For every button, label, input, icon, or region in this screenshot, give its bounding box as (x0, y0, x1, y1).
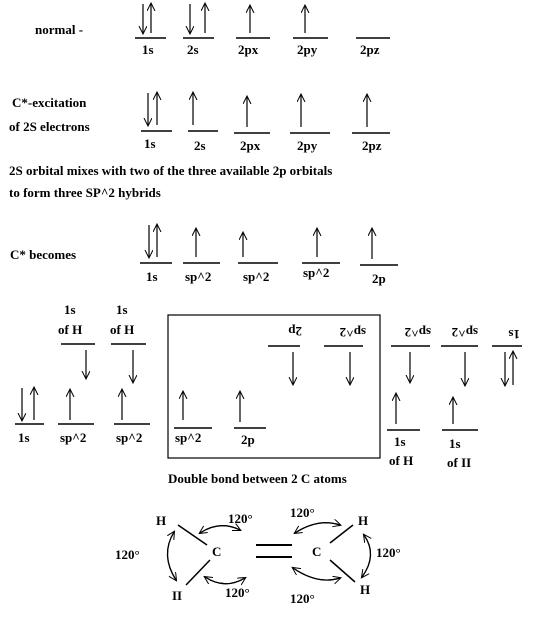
row-becomes-label: C* becomes (10, 247, 76, 262)
ethylene-structure: H II C C H H 120° 120° 120° 120° 120° 12… (115, 505, 401, 606)
orbital-label: 2s (194, 138, 206, 153)
bond-c-h (329, 524, 354, 544)
orbital-label: 2p (241, 432, 255, 447)
angle-arc (200, 525, 241, 533)
orbital-label-inverted: 1s (508, 327, 520, 342)
angle-arc (293, 568, 341, 581)
atom-h: II (172, 588, 182, 603)
angle-label: 120° (290, 591, 315, 606)
row-excitation: C*-excitation of 2S electrons 1s 2s 2px … (9, 93, 390, 153)
atom-c: C (312, 544, 321, 559)
orbital-label: 2s (187, 42, 199, 57)
orbital-label: sp^2 (60, 430, 86, 445)
angle-arc (166, 532, 177, 581)
orbital-label-inverted: sp^2 (340, 325, 366, 340)
h-label-right-2-line1: 1s (449, 436, 461, 451)
orbital-normal-2s: 2s (183, 4, 214, 57)
angle-label: 120° (228, 511, 253, 526)
atom-h: H (156, 513, 166, 528)
orbital-normal-1s: 1s (135, 4, 166, 57)
row-excitation-label-line1: C*-excitation (12, 95, 87, 110)
angle-arc (295, 522, 341, 533)
orbital-becomes-sp2-3: sp^2 (302, 229, 340, 280)
h-label-left-2-line1: 1s (116, 302, 128, 317)
orbital-label: 1s (142, 42, 154, 57)
bonding-right-carbon: sp^2 sp^2 1s 1s of H 1s of II (387, 325, 522, 470)
bond-c-h (185, 559, 211, 586)
angle-arc (361, 535, 371, 578)
orbital-excited-2pz: 2pz (352, 95, 390, 153)
angle-label: 120° (115, 547, 140, 562)
orbital-excited-2s: 2s (188, 93, 218, 153)
h-label-right-1-line1: 1s (394, 434, 406, 449)
row-becomes: C* becomes 1s sp^2 sp^2 sp^2 2p (10, 225, 398, 286)
bond-c-h (177, 524, 208, 546)
orbital-label-inverted: sp^2 (405, 325, 431, 340)
orbital-label: 2p (372, 271, 386, 286)
double-bond-box: sp^2 2p 2p sp^2 (167, 314, 381, 459)
orbital-label: 2px (238, 42, 259, 57)
orbital-normal-2px: 2px (236, 6, 270, 57)
orbital-label: sp^2 (175, 430, 201, 445)
angle-arc (205, 577, 246, 585)
h-label-left-1-line1: 1s (64, 302, 76, 317)
orbital-label: 2px (240, 138, 261, 153)
bonding-left-carbon: 1s of H 1s of H 1s sp^2 sp^2 (15, 302, 150, 445)
orbital-becomes-sp2-1: sp^2 (183, 229, 220, 284)
h-label-left-2-line2: of H (110, 322, 134, 337)
orbital-label: 2pz (360, 42, 380, 57)
orbital-excited-2px: 2px (234, 97, 270, 153)
orbital-label-inverted: 2p (288, 324, 302, 339)
row-excitation-label-line2: of 2S electrons (9, 119, 90, 134)
angle-label: 120° (290, 505, 315, 520)
angle-label: 120° (225, 585, 250, 600)
orbital-label-inverted: sp^2 (452, 325, 478, 340)
orbital-excited-1s: 1s (141, 93, 172, 151)
orbital-label: sp^2 (243, 269, 269, 284)
orbital-becomes-2p: 2p (360, 229, 398, 286)
mixing-text-line1: 2S orbital mixes with two of the three a… (9, 163, 332, 178)
orbital-label: sp^2 (185, 269, 211, 284)
orbital-label: 2pz (362, 138, 382, 153)
bond-box-frame (167, 314, 381, 459)
orbital-label: sp^2 (116, 430, 142, 445)
orbital-normal-2pz: 2pz (356, 37, 390, 57)
orbital-label: 1s (18, 430, 30, 445)
orbital-becomes-sp2-2: sp^2 (238, 233, 278, 284)
atom-c: C (212, 544, 221, 559)
h-label-left-1-line2: of H (58, 322, 82, 337)
bond-c-h (329, 559, 356, 583)
row-normal: normal - 1s 2s 2px 2py 2pz (35, 4, 390, 57)
atom-h: H (360, 582, 370, 597)
angle-arc (294, 523, 340, 534)
orbital-label: 2py (297, 138, 318, 153)
atom-h: H (358, 513, 368, 528)
orbital-label: 2py (297, 42, 318, 57)
orbital-label: 1s (144, 136, 156, 151)
mixing-text-line2: to form three SP^2 hybrids (9, 185, 161, 200)
bond-caption: Double bond between 2 C atoms (168, 471, 347, 486)
h-label-right-2-line2: of II (447, 455, 471, 470)
orbital-label: sp^2 (303, 265, 329, 280)
orbital-excited-2py: 2py (290, 95, 330, 153)
angle-label: 120° (376, 545, 401, 560)
orbital-normal-2py: 2py (293, 6, 328, 57)
row-normal-label: normal - (35, 22, 83, 37)
orbital-label: 1s (146, 269, 158, 284)
h-label-right-1-line2: of H (389, 453, 413, 468)
orbital-becomes-1s: 1s (140, 225, 172, 284)
